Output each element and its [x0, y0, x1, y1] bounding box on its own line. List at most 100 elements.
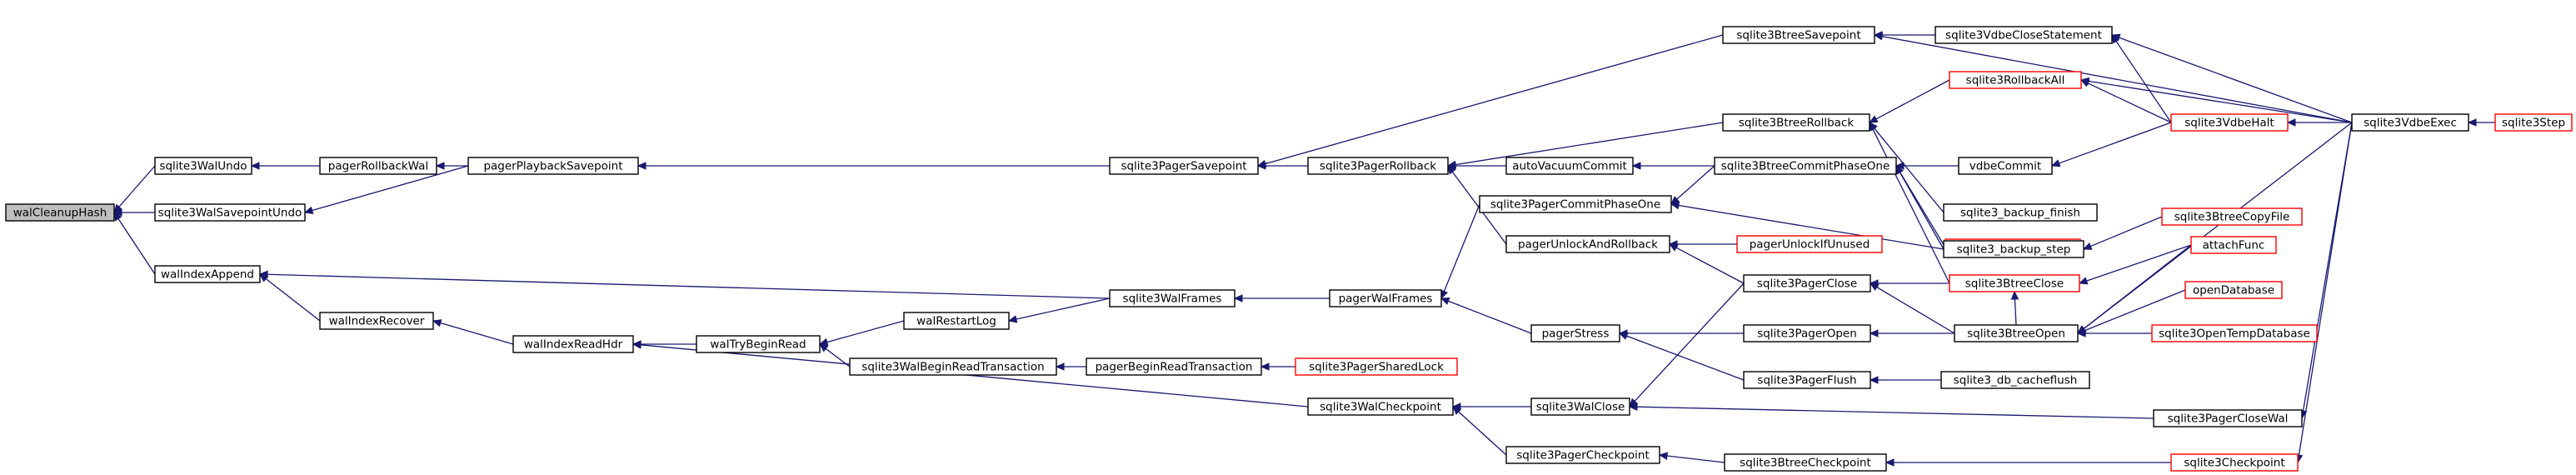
node-label: sqlite3PagerRollback: [1320, 160, 1436, 173]
node-box: [1295, 358, 1458, 376]
node-sqlite3PagerCommitPhaseOne[interactable]: sqlite3PagerCommitPhaseOne: [1479, 195, 1672, 213]
node-label: sqlite3Step: [2502, 117, 2565, 130]
node-sqlite3BtreeCommitPhaseOne[interactable]: sqlite3BtreeCommitPhaseOne: [1714, 157, 1897, 175]
node-sqlite3PagerClose[interactable]: sqlite3PagerClose: [1743, 274, 1871, 292]
node-label: sqlite3PagerSharedLock: [1309, 361, 1444, 374]
node-label: sqlite3BtreeOpen: [1967, 328, 2065, 341]
edge-arrowhead: [1670, 201, 1680, 210]
edge-line: [1899, 172, 1944, 250]
edge-sqlite3VdbeHalt-to-sqlite3VdbeCloseStatement: [2111, 33, 2172, 123]
node-sqlite3BtreeCopyFile[interactable]: sqlite3BtreeCopyFile: [2161, 208, 2303, 226]
node-sqlite3PagerOpen[interactable]: sqlite3PagerOpen: [1743, 324, 1871, 342]
node-vdbeCommit[interactable]: vdbeCommit: [1958, 157, 2053, 175]
node-pagerUnlockAndRollback[interactable]: pagerUnlockAndRollback: [1505, 235, 1670, 253]
node-walIndexAppend[interactable]: walIndexAppend: [154, 265, 261, 283]
node-sqlite3WalBeginReadTransaction[interactable]: sqlite3WalBeginReadTransaction: [849, 358, 1057, 376]
edge-arrowhead: [819, 343, 829, 352]
node-sqlite3PagerSavepoint[interactable]: sqlite3PagerSavepoint: [1109, 157, 1259, 175]
edge-sqlite3VdbeCloseStatement-to-sqlite3BtreeSavepoint: [1873, 31, 1935, 39]
edge-line: [1626, 335, 1745, 381]
node-walRestartLog[interactable]: walRestartLog: [903, 312, 1010, 330]
node-sqlite3RollbackAll[interactable]: sqlite3RollbackAll: [1949, 71, 2082, 89]
node-label: walCleanupHash: [13, 207, 107, 220]
edge-arrowhead: [2078, 277, 2089, 285]
node-sqlite3_backup_finish[interactable]: sqlite3_backup_finish: [1943, 203, 2098, 222]
node-pagerUnlockIfUnused[interactable]: pagerUnlockIfUnused: [1736, 235, 1883, 253]
node-sqlite3VdbeHalt[interactable]: sqlite3VdbeHalt: [2170, 113, 2289, 132]
node-sqlite3PagerCheckpoint[interactable]: sqlite3PagerCheckpoint: [1505, 446, 1660, 464]
edge-arrowhead: [432, 319, 442, 328]
edge-arrowhead: [1869, 376, 1879, 384]
node-box: [1934, 26, 2113, 44]
edge-sqlite3PagerCloseWal-to-sqlite3WalClose: [1628, 402, 2154, 419]
node-pagerBeginReadTransaction[interactable]: pagerBeginReadTransaction: [1086, 358, 1262, 376]
node-walCleanupHash[interactable]: walCleanupHash: [5, 203, 115, 222]
node-sqlite3VdbeCloseStatement[interactable]: sqlite3VdbeCloseStatement: [1934, 26, 2113, 44]
edge-arrowhead: [259, 273, 269, 282]
node-sqlite3Step[interactable]: sqlite3Step: [2494, 113, 2573, 132]
node-sqlite3_db_cacheflush[interactable]: sqlite3_db_cacheflush: [1940, 371, 2090, 389]
node-label: sqlite3PagerSavepoint: [1121, 160, 1246, 173]
edge-arrowhead: [303, 206, 314, 214]
edge-sqlite3PagerClose-to-sqlite3WalClose: [1629, 282, 1745, 408]
node-pagerWalFrames[interactable]: pagerWalFrames: [1329, 289, 1442, 308]
edge-sqlite3PagerSharedLock-to-pagerBeginReadTransaction: [1260, 362, 1295, 371]
node-box: [1940, 371, 2090, 389]
node-autoVacuumCommit[interactable]: autoVacuumCommit: [1505, 157, 1634, 175]
edge-pagerBeginReadTransaction-to-sqlite3WalBeginReadTransaction: [1055, 362, 1086, 371]
node-box: [154, 265, 261, 283]
node-sqlite3WalClose[interactable]: sqlite3WalClose: [1530, 398, 1630, 416]
node-label: sqlite3WalSavepointUndo: [158, 207, 302, 220]
edge-arrowhead: [1668, 243, 1679, 252]
node-box: [1479, 195, 1672, 213]
node-box: [1943, 240, 2084, 258]
edge-sqlite3BtreeClose-to-sqlite3PagerClose: [1869, 279, 1949, 288]
edge-sqlite3WalFrames-to-walRestartLog: [1007, 298, 1111, 323]
edge-arrowhead: [637, 162, 646, 170]
edge-arrowhead: [2077, 325, 2087, 334]
node-sqlite3WalCheckpoint[interactable]: sqlite3WalCheckpoint: [1307, 398, 1454, 416]
node-openDatabase[interactable]: openDatabase: [2184, 281, 2283, 299]
edge-arrowhead: [2467, 118, 2477, 127]
edge-sqlite3BtreeCommitPhaseOne-to-sqlite3PagerCommitPhaseOne: [1670, 165, 1715, 205]
node-sqlite3WalSavepointUndo[interactable]: sqlite3WalSavepointUndo: [154, 203, 306, 222]
node-sqlite3BtreeCheckpoint[interactable]: sqlite3BtreeCheckpoint: [1724, 453, 1887, 472]
edge-pagerRollbackWal-to-sqlite3WalUndo: [250, 162, 320, 170]
edge-arrowhead: [632, 341, 642, 349]
node-sqlite3BtreeSavepoint[interactable]: sqlite3BtreeSavepoint: [1722, 26, 1875, 44]
node-sqlite3PagerFlush[interactable]: sqlite3PagerFlush: [1743, 371, 1871, 389]
edge-arrowhead: [2286, 118, 2296, 127]
node-sqlite3_backup_step[interactable]: sqlite3_backup_step: [1943, 240, 2084, 258]
node-sqlite3PagerRollback[interactable]: sqlite3PagerRollback: [1307, 157, 1449, 175]
node-sqlite3PagerCloseWal[interactable]: sqlite3PagerCloseWal: [2153, 409, 2303, 428]
node-sqlite3VdbeExec[interactable]: sqlite3VdbeExec: [2351, 113, 2469, 132]
node-walTryBeginRead[interactable]: walTryBeginRead: [696, 335, 821, 353]
node-walIndexRecover[interactable]: walIndexRecover: [319, 312, 434, 330]
node-walIndexReadHdr[interactable]: walIndexReadHdr: [512, 335, 634, 353]
node-sqlite3PagerSharedLock[interactable]: sqlite3PagerSharedLock: [1295, 358, 1458, 376]
edge-sqlite3VdbeExec-to-sqlite3PagerCloseWal: [2299, 122, 2353, 420]
nodes-layer: walCleanupHash sqlite3WalUndo sqlite3WalSa…: [5, 26, 2573, 472]
edge-pagerPlaybackSavepoint-to-pagerRollbackWal: [435, 162, 468, 170]
node-label: sqlite3BtreeCommitPhaseOne: [1721, 160, 1890, 173]
node-box: [1743, 274, 1871, 292]
node-sqlite3Checkpoint[interactable]: sqlite3Checkpoint: [2170, 453, 2299, 472]
node-pagerPlaybackSavepoint[interactable]: pagerPlaybackSavepoint: [467, 157, 639, 175]
node-label: sqlite3RollbackAll: [1966, 74, 2065, 88]
node-box: [1329, 289, 1442, 308]
node-pagerStress[interactable]: pagerStress: [1530, 324, 1620, 342]
node-box: [2184, 281, 2283, 299]
node-sqlite3BtreeOpen[interactable]: sqlite3BtreeOpen: [1954, 324, 2079, 342]
edge-line: [118, 165, 156, 208]
node-sqlite3BtreeRollback[interactable]: sqlite3BtreeRollback: [1722, 113, 1870, 132]
node-sqlite3WalUndo[interactable]: sqlite3WalUndo: [154, 157, 252, 175]
node-sqlite3BtreeClose[interactable]: sqlite3BtreeClose: [1949, 274, 2080, 292]
node-sqlite3OpenTempDatabase[interactable]: sqlite3OpenTempDatabase: [2151, 324, 2318, 342]
node-sqlite3WalFrames[interactable]: sqlite3WalFrames: [1109, 289, 1236, 308]
edge-arrowhead: [2110, 33, 2121, 42]
node-attachFunc[interactable]: attachFunc: [2190, 236, 2277, 254]
node-label: sqlite3WalUndo: [159, 160, 247, 173]
node-pagerRollbackWal[interactable]: pagerRollbackWal: [319, 157, 437, 175]
node-label: sqlite3_backup_step: [1957, 243, 2071, 257]
node-box: [1958, 157, 2053, 175]
